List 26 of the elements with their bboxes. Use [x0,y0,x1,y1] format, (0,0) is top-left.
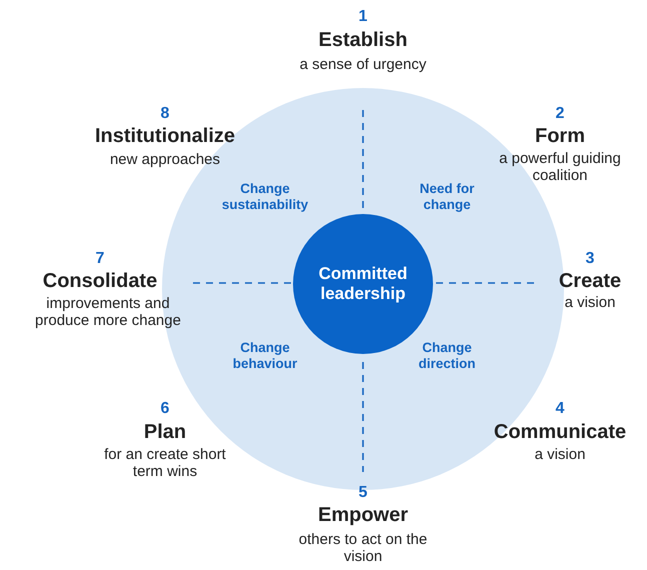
step-number: 5 [358,484,368,502]
step-number: 4 [554,400,566,418]
step-title: Form [534,125,586,148]
step-number: 7 [94,250,106,268]
step-title: Plan [142,421,188,444]
step-number: 6 [160,400,170,418]
quadrant-label: Change sustainability [220,181,310,212]
step-number: 8 [160,105,170,124]
step-description: others to act on the vision [298,531,428,566]
step-title: Create [558,270,622,293]
step-title: Consolidate [42,270,158,293]
step-number: 3 [584,250,596,268]
step-title: Establish [318,29,408,52]
step-number: 2 [554,105,566,124]
step-title: Institutionalize [94,125,236,148]
step-description: for an create short term wins [103,446,227,480]
step-description: a vision [564,294,616,312]
step-title: Communicate [492,421,628,444]
step-description: improvements and produce more change [34,295,182,330]
step-description: a sense of urgency [298,56,428,74]
step-description: a powerful guiding coalition [498,150,622,184]
step-title: Empower [316,504,410,527]
step-number: 1 [358,8,368,26]
step-description: new approaches [108,151,222,168]
step-description: a vision [534,446,586,464]
quadrant-label: Need for change [418,181,476,212]
